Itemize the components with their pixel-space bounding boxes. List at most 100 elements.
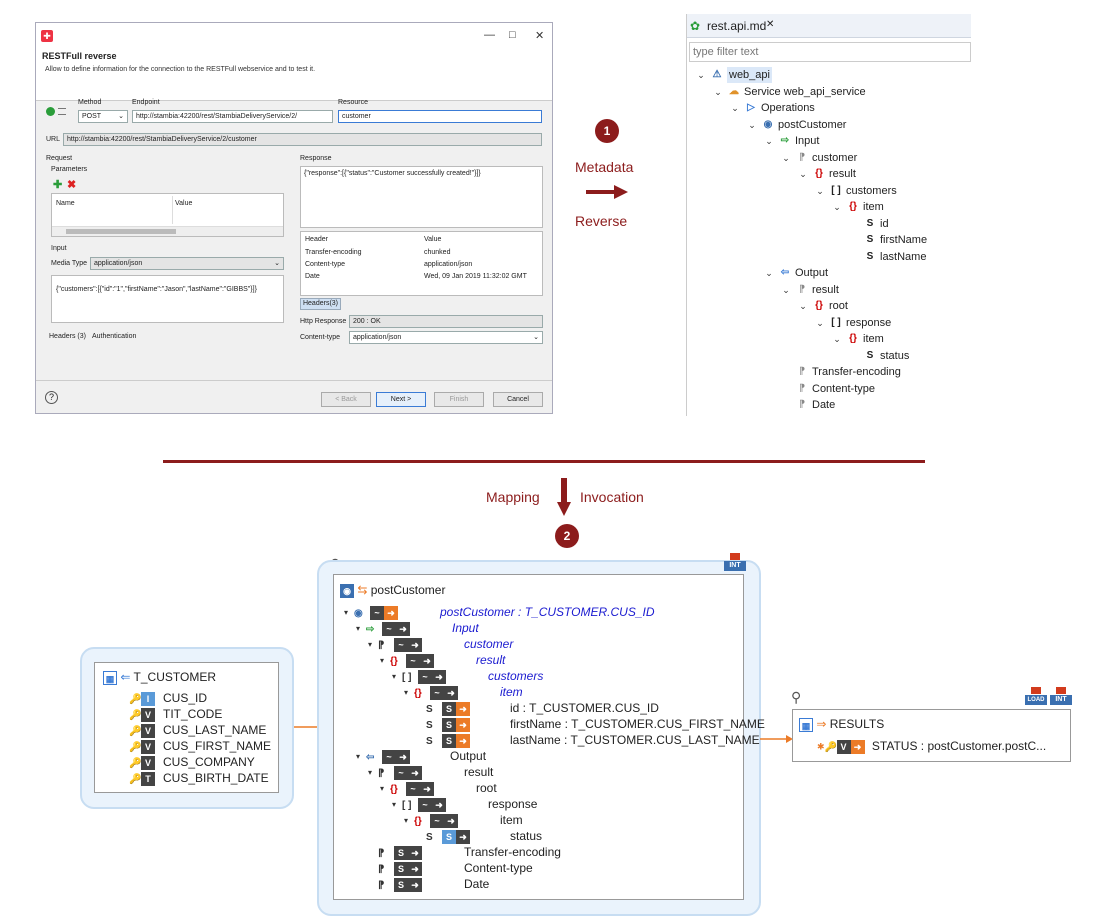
- tree-node[interactable]: ⌄☁Service web_api_service: [712, 84, 865, 100]
- chevron-down-icon[interactable]: ⌄: [782, 152, 790, 163]
- operation-row[interactable]: ▾⁋~➜customer: [368, 637, 513, 652]
- operation-row[interactable]: ⁋S➜Date: [368, 877, 489, 892]
- expand-triangle-icon[interactable]: ▾: [392, 672, 397, 682]
- chevron-down-icon[interactable]: ⌄: [799, 169, 807, 179]
- operation-row[interactable]: ▾[ ]~➜customers: [392, 669, 543, 684]
- add-parameter-icon[interactable]: ✚: [53, 179, 63, 191]
- filter-input[interactable]: type filter text: [689, 42, 971, 62]
- operation-row[interactable]: ▾◉~➜postCustomer : T_CUSTOMER.CUS_ID: [344, 605, 655, 620]
- back-button[interactable]: < Back: [321, 392, 371, 407]
- tree-node[interactable]: ⁋Content-type: [780, 381, 875, 397]
- next-button[interactable]: Next >: [376, 392, 426, 407]
- tree-node[interactable]: ⌄{}root: [797, 298, 848, 314]
- chevron-down-icon[interactable]: ⌄: [833, 202, 841, 212]
- results-datastore[interactable]: ▦ ⇒ RESULTS ✱🔑V➜ STATUS : postCustomer.p…: [792, 709, 1071, 762]
- expand-triangle-icon[interactable]: ▾: [380, 784, 385, 794]
- tree-node[interactable]: ⁋Transfer-encoding: [780, 364, 901, 380]
- search-icon[interactable]: ⚲: [791, 689, 802, 705]
- operation-row[interactable]: ▾{}~➜item: [404, 685, 523, 700]
- expand-triangle-icon[interactable]: ▾: [380, 656, 385, 666]
- resource-input[interactable]: customer: [338, 110, 542, 123]
- tree-node[interactable]: ⌄⚠web_api: [695, 67, 772, 83]
- tree-node[interactable]: ⌄⁋customer: [780, 150, 857, 166]
- operation-row[interactable]: ▾⇨~➜Input: [356, 621, 479, 636]
- tree-node[interactable]: ⌄⁋result: [780, 282, 839, 298]
- remove-parameter-icon[interactable]: ✖: [67, 179, 77, 191]
- expand-triangle-icon[interactable]: ▾: [404, 816, 409, 826]
- operation-box[interactable]: ◉ ⇆ postCustomer ▾◉~➜postCustomer : T_CU…: [333, 574, 765, 900]
- tree-node[interactable]: ⌄◉postCustomer: [746, 117, 846, 133]
- results-row[interactable]: ✱🔑V➜ STATUS : postCustomer.postC...: [817, 739, 1046, 754]
- chevron-down-icon[interactable]: ⌄: [714, 86, 722, 97]
- tree-node[interactable]: ⌄▷Operations: [729, 100, 815, 116]
- operation-row[interactable]: ▾{}~➜root: [380, 781, 497, 796]
- minimize-button[interactable]: —: [484, 29, 495, 41]
- expand-triangle-icon[interactable]: ▾: [356, 752, 361, 762]
- tree-node[interactable]: ⌄{}item: [831, 199, 884, 215]
- operation-row[interactable]: ▾⁋~➜result: [368, 765, 493, 780]
- input-body-editor[interactable]: {"customers":[{"id":"1","firstName":"Jas…: [51, 275, 284, 323]
- tree-node[interactable]: ⁋Date: [780, 397, 835, 413]
- operation-row[interactable]: ⁋S➜Content-type: [368, 861, 533, 876]
- scrollbar-thumb[interactable]: [66, 229, 176, 234]
- operation-row[interactable]: ▾[ ]~➜response: [392, 797, 537, 812]
- media-type-select[interactable]: application/json⌄: [90, 257, 284, 270]
- close-button[interactable]: ✕: [535, 30, 545, 42]
- tree-node[interactable]: ⌄⇦Output: [763, 265, 828, 281]
- close-tab-icon[interactable]: ✕: [766, 19, 775, 30]
- chevron-down-icon[interactable]: ⌄: [782, 284, 790, 295]
- horizontal-scrollbar[interactable]: [52, 226, 283, 236]
- menu-icon[interactable]: [58, 108, 66, 115]
- chevron-down-icon[interactable]: ⌄: [765, 136, 773, 146]
- run-icon[interactable]: [46, 107, 55, 116]
- tab-headers-response[interactable]: Headers(3): [300, 298, 341, 310]
- maximize-button[interactable]: □: [509, 29, 516, 41]
- chevron-down-icon[interactable]: ⌄: [697, 70, 705, 80]
- tree-node[interactable]: ⌄[ ]response: [814, 315, 891, 331]
- tree-node[interactable]: ⌄[ ]customers: [814, 183, 897, 199]
- chevron-down-icon[interactable]: ⌄: [799, 301, 807, 311]
- endpoint-input[interactable]: http://stambia:42200/rest/StambiaDeliver…: [132, 110, 333, 123]
- chevron-down-icon[interactable]: ⌄: [816, 185, 824, 196]
- expand-triangle-icon[interactable]: ▾: [344, 608, 349, 618]
- chevron-down-icon[interactable]: ⌄: [731, 103, 739, 113]
- tab-headers[interactable]: Headers (3): [49, 333, 86, 340]
- operation-row[interactable]: ⁋S➜Transfer-encoding: [368, 845, 561, 860]
- chevron-down-icon[interactable]: ⌄: [833, 334, 841, 344]
- expand-triangle-icon[interactable]: ▾: [368, 768, 373, 778]
- tree-node[interactable]: ⌄⇨Input: [763, 133, 819, 149]
- tab-authentication[interactable]: Authentication: [92, 333, 137, 340]
- cancel-button[interactable]: Cancel: [493, 392, 543, 407]
- expand-triangle-icon[interactable]: ▾: [356, 624, 361, 634]
- finish-button[interactable]: Finish: [434, 392, 484, 407]
- chevron-down-icon[interactable]: ⌄: [748, 119, 756, 130]
- expand-triangle-icon[interactable]: ▾: [392, 800, 397, 810]
- tree-node[interactable]: ⌄{}result: [797, 166, 856, 182]
- method-select[interactable]: POST⌄: [78, 110, 128, 123]
- expand-triangle-icon[interactable]: ▾: [404, 688, 409, 698]
- operation-row[interactable]: ▾⇦~➜Output: [356, 749, 486, 764]
- help-icon[interactable]: ?: [45, 391, 58, 404]
- tree-node[interactable]: ⌄{}item: [831, 331, 884, 347]
- chevron-down-icon[interactable]: ⌄: [765, 268, 773, 278]
- expand-triangle-icon[interactable]: ▾: [368, 640, 373, 650]
- editor-tab[interactable]: ✿ rest.api.md ✕: [687, 14, 971, 38]
- operation-row[interactable]: ▾{}~➜item: [404, 813, 523, 828]
- chevron-down-icon[interactable]: ⌄: [816, 317, 824, 328]
- operation-row[interactable]: ▾{}~➜result: [380, 653, 505, 668]
